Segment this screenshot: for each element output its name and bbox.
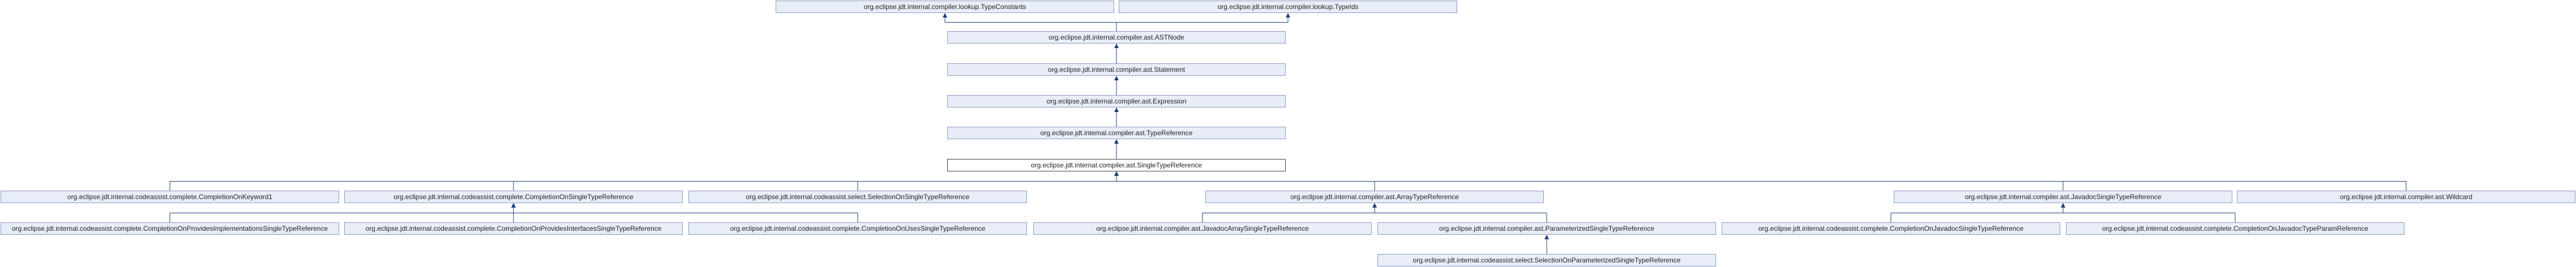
node-wildcard[interactable]: org.eclipse.jdt.internal.compiler.ast.Wi… [2237,191,2575,203]
edge-arrowhead [1114,107,1119,112]
edge-arrowhead [511,203,516,208]
node-typeconstants[interactable]: org.eclipse.jdt.internal.compiler.lookup… [776,1,1114,13]
node-javadocsingletypereference[interactable]: org.eclipse.jdt.internal.compiler.ast.Ja… [1894,191,2232,203]
node-statement[interactable]: org.eclipse.jdt.internal.compiler.ast.St… [947,63,1286,76]
edge-arrowhead [1372,203,1377,208]
edge-arrowhead [1286,13,1290,18]
node-typereference[interactable]: org.eclipse.jdt.internal.compiler.ast.Ty… [947,127,1286,139]
edge-arrowhead [1114,76,1119,80]
node-javadocarraysingletypereference[interactable]: org.eclipse.jdt.internal.compiler.ast.Ja… [1033,222,1372,235]
node-completiononkeyword1[interactable]: org.eclipse.jdt.internal.codeassist.comp… [1,191,339,203]
edge-arrowhead [1114,139,1119,144]
node-expression[interactable]: org.eclipse.jdt.internal.compiler.ast.Ex… [947,95,1286,107]
edge-arrowhead [2061,203,2065,208]
node-completiononprovidesimplementations[interactable]: org.eclipse.jdt.internal.codeassist.comp… [1,222,339,235]
node-parameterizedsingletypereference[interactable]: org.eclipse.jdt.internal.compiler.ast.Pa… [1377,222,1716,235]
node-completiononjavadocsingletypereference[interactable]: org.eclipse.jdt.internal.codeassist.comp… [1722,222,2060,235]
node-selectiononparameterized[interactable]: org.eclipse.jdt.internal.codeassist.sele… [1377,254,1716,266]
edge-arrowhead [1544,235,1549,239]
node-typeids[interactable]: org.eclipse.jdt.internal.compiler.lookup… [1119,1,1457,13]
node-astnode[interactable]: org.eclipse.jdt.internal.compiler.ast.AS… [947,31,1286,44]
node-completiononsingletypereference[interactable]: org.eclipse.jdt.internal.codeassist.comp… [344,191,683,203]
node-selectiononsingletypereference[interactable]: org.eclipse.jdt.internal.codeassist.sele… [688,191,1027,203]
node-completiononjavadoctypeparamreference[interactable]: org.eclipse.jdt.internal.codeassist.comp… [2066,222,2404,235]
node-singletypereference[interactable]: org.eclipse.jdt.internal.compiler.ast.Si… [947,159,1286,171]
edge-arrowhead [1114,44,1119,48]
node-completiononprovidesinterfaces[interactable]: org.eclipse.jdt.internal.codeassist.comp… [344,222,683,235]
node-completiononuses[interactable]: org.eclipse.jdt.internal.codeassist.comp… [688,222,1027,235]
edge-arrowhead [1114,171,1119,176]
node-arraytypereference[interactable]: org.eclipse.jdt.internal.compiler.ast.Ar… [1205,191,1544,203]
edge-arrowhead [943,13,947,18]
